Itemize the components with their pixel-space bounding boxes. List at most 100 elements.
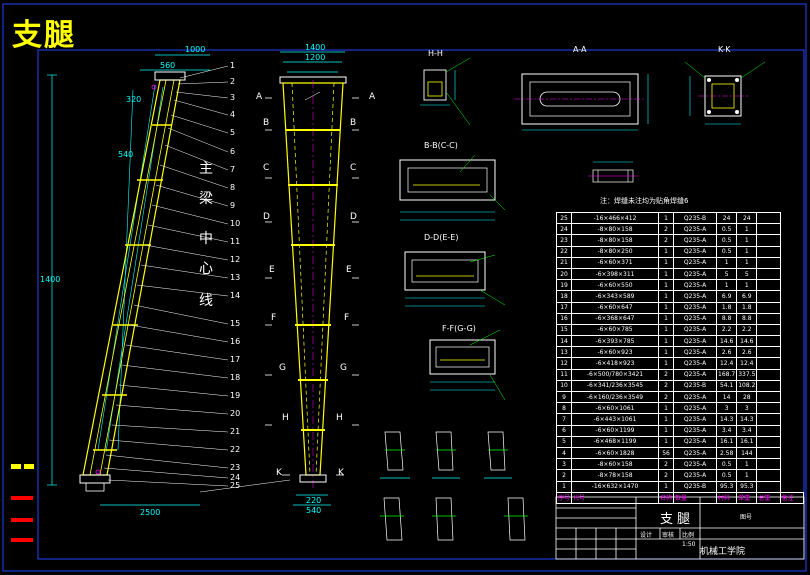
bom-cell-mat: Q235-A — [673, 290, 718, 303]
front-view — [199, 51, 359, 506]
title-block-frame — [555, 496, 805, 560]
bom-cell-note — [756, 223, 781, 236]
bom-cell-tw: 6.9 — [736, 290, 758, 303]
bom-cell-qty: 2 — [658, 458, 675, 471]
bom-cell-spec: -6×393×785 — [571, 335, 660, 348]
part-no: 13 — [230, 273, 241, 282]
section-mark-right: C — [350, 163, 357, 173]
outer-frame — [2, 3, 807, 572]
centerline-char-1: 主 — [199, 161, 213, 177]
bom-cell-qty: 1 — [658, 435, 675, 448]
bom-cell-spec: -6×418×923 — [571, 357, 660, 370]
bom-cell-note — [756, 368, 781, 381]
bom-header-cell: 总重 — [756, 491, 781, 504]
bom-cell-spec: -6×60×550 — [571, 279, 660, 292]
bom-cell-note — [756, 379, 781, 393]
bom-cell-qty: 2 — [658, 368, 675, 381]
section-mark-right: G — [340, 363, 347, 373]
inner-frame — [37, 49, 805, 560]
bom-cell-tw: 1 — [736, 256, 758, 269]
bom-header-row: 序号代号名称数量材料单重总重备注 — [555, 491, 805, 504]
part-no: 3 — [230, 93, 236, 102]
part-no: 5 — [230, 128, 236, 137]
bom-cell-spec: -6×343×589 — [571, 290, 660, 303]
part-no: 22 — [230, 445, 241, 454]
bom-cell-note — [756, 446, 781, 460]
bom-cell-note — [756, 323, 781, 337]
centerline-char-5: 线 — [199, 293, 213, 309]
bom-cell-tw: 8.8 — [736, 312, 758, 325]
bom-cell-w: 14.3 — [716, 413, 738, 426]
bom-cell-qty: 1 — [658, 323, 675, 337]
bom-cell-qty: 1 — [658, 402, 675, 415]
bom-cell-w: 0.5 — [716, 234, 738, 247]
tb-cell: 设计 — [640, 532, 653, 539]
bom-cell-w: 168.7 — [716, 368, 738, 381]
bom-cell-no: 19 — [555, 279, 573, 292]
bom-cell-w: 0.5 — [716, 245, 738, 258]
bom-cell-mat: Q235-A — [673, 323, 718, 337]
bom-cell-no: 12 — [555, 357, 573, 370]
section-ff-drawing — [429, 329, 506, 401]
part-no: 18 — [230, 373, 241, 382]
bom-cell-w: 14 — [716, 390, 738, 404]
bom-cell-no: 2 — [555, 469, 573, 482]
part-no: 17 — [230, 355, 241, 364]
section-mark-right: A — [369, 92, 376, 102]
centerline-char-4: 心 — [199, 261, 213, 277]
bom-cell-spec: -8×80×250 — [571, 245, 660, 258]
bom-cell-tw: 337.5 — [736, 368, 758, 381]
bom-cell-spec: -6×468×1199 — [571, 435, 660, 448]
bom-cell-no: 16 — [555, 312, 573, 325]
bom-cell-mat: Q235-B — [673, 379, 718, 393]
bom-cell-mat: Q235-A — [673, 256, 718, 269]
bom-cell-qty: 1 — [658, 211, 675, 225]
bom-cell-note — [756, 390, 781, 404]
bom-cell-qty: 2 — [658, 379, 675, 393]
bom-cell-w: 2.2 — [716, 323, 738, 337]
section-title-ff: F-F(G-G) — [442, 324, 476, 333]
bom-cell-spec: -16×632×1470 — [571, 480, 660, 493]
bom-cell-w: 1 — [716, 256, 738, 269]
bom-cell-note — [756, 301, 781, 314]
part-no: 25 — [230, 481, 241, 490]
bom-cell-tw: 1 — [736, 458, 758, 471]
bom-cell-w: 14.6 — [716, 335, 738, 348]
part-no: 11 — [230, 237, 241, 246]
bom-cell-mat: Q235-A — [673, 234, 718, 247]
bom-cell-no: 20 — [555, 267, 573, 281]
bom-cell-mat: Q235-A — [673, 458, 718, 471]
bom-cell-spec: -8×80×158 — [571, 234, 660, 247]
bom-cell-spec: -6×398×311 — [571, 267, 660, 281]
bom-cell-mat: Q235-A — [673, 435, 718, 448]
bom-cell-note — [756, 357, 781, 370]
bom-cell-note — [756, 279, 781, 292]
bom-cell-mat: Q235-A — [673, 390, 718, 404]
part-no: 10 — [230, 219, 241, 228]
bom-cell-note — [756, 234, 781, 247]
section-title-aa: A-A — [573, 45, 587, 54]
section-mark-right: D — [350, 212, 357, 222]
bom-cell-no: 24 — [555, 223, 573, 236]
bom-cell-mat: Q235-A — [673, 335, 718, 348]
bom-cell-note — [756, 312, 781, 325]
bom-cell-w: 12.4 — [716, 357, 738, 370]
part-no: 14 — [230, 291, 241, 300]
bom-cell-tw: 108.2 — [736, 379, 758, 393]
bom-cell-mat: Q235-A — [673, 223, 718, 236]
bom-header-cell: 名称 — [658, 491, 675, 504]
bom-cell-spec: -6×160/236×3549 — [571, 390, 660, 404]
bom-note: 注：焊缝未注均为贴角焊缝6 — [600, 197, 689, 205]
bom-cell-mat: Q235-A — [673, 469, 718, 482]
bom-cell-note — [756, 458, 781, 471]
bom-cell-no: 1 — [555, 480, 573, 493]
bom-cell-qty: 1 — [658, 346, 675, 359]
bom-cell-w: 3.4 — [716, 424, 738, 437]
